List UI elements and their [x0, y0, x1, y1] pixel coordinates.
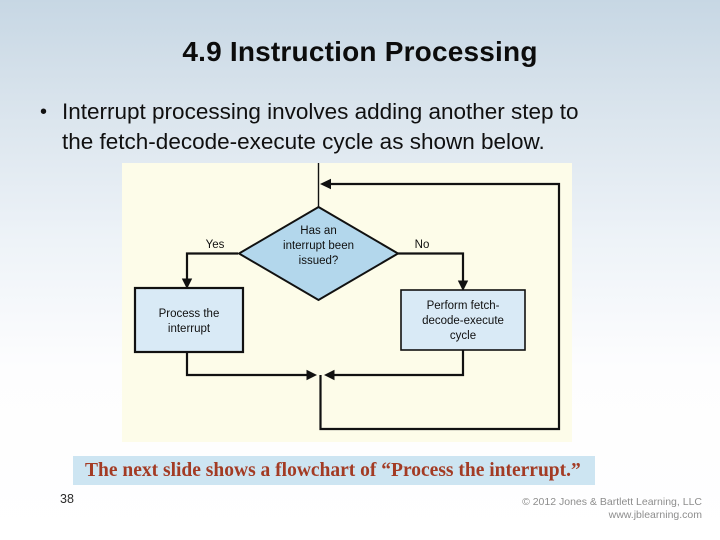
copyright: © 2012 Jones & Bartlett Learning, LLC ww…: [522, 496, 702, 522]
decision-diamond: [237, 205, 400, 302]
next-slide-note: The next slide shows a flowchart of “Pro…: [73, 456, 595, 485]
arrowhead-merge-left: [324, 369, 335, 381]
bullet-line-2: the fetch-decode-execute cycle as shown …: [62, 129, 545, 154]
bullet-icon: •: [40, 101, 48, 123]
connector-no-branch: [398, 252, 465, 282]
arrowhead-merge-right: [306, 369, 317, 381]
copyright-line-2: www.jblearning.com: [608, 509, 702, 521]
perform-box-line-2: decode-execute: [422, 315, 504, 327]
arrowhead-feedback-left: [320, 178, 331, 190]
arrowhead-no-down: [457, 280, 469, 291]
process-interrupt-box: [133, 286, 245, 354]
flowchart-figure: Has an interrupt been issued? Yes No Pro…: [122, 163, 572, 442]
connector-yes-branch: [185, 252, 238, 280]
decision-text-line-1: Has an: [300, 225, 336, 237]
flowchart-svg: Has an interrupt been issued? Yes No Pro…: [133, 163, 561, 431]
process-box-line-1: Process the: [159, 308, 220, 320]
bullet-item: • Interrupt processing involves adding a…: [40, 97, 688, 157]
connector-feedback-loop: [319, 182, 561, 431]
bullet-line-1: Interrupt processing involves adding ano…: [62, 99, 579, 124]
perform-box-line-1: Perform fetch-: [427, 300, 500, 312]
yes-label: Yes: [206, 239, 225, 251]
fetch-decode-execute-box: [400, 289, 526, 351]
connector-perform-to-merge: [333, 350, 465, 377]
decision-text-line-3: issued?: [299, 255, 339, 267]
process-box-line-2: interrupt: [168, 323, 211, 335]
page-number: 38: [60, 492, 74, 506]
copyright-line-1: © 2012 Jones & Bartlett Learning, LLC: [522, 496, 702, 508]
decision-text-line-2: interrupt been: [283, 240, 354, 252]
no-label: No: [415, 239, 430, 251]
connector-process-to-merge: [185, 352, 308, 377]
arrowhead-yes-down: [181, 278, 193, 289]
bullet-text: Interrupt processing involves adding ano…: [62, 97, 579, 157]
perform-box-line-3: cycle: [450, 330, 476, 342]
slide-title: 4.9 Instruction Processing: [182, 36, 538, 67]
